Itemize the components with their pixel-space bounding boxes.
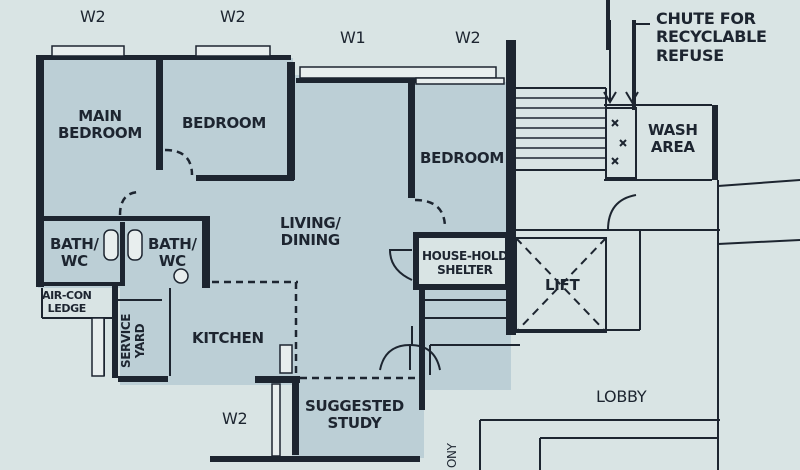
door-swings [379,194,637,371]
apartment-floor [38,58,511,458]
walls [36,0,718,462]
window-label-w2-bedroom: W2 [220,7,246,26]
window-frames [51,45,505,457]
staircase [516,97,606,159]
window-label-w1: W1 [340,28,366,47]
chute-annotation: CHUTE FOR RECYCLABLE REFUSE [656,9,767,65]
room-label-balcony-partial: ONY [445,443,459,468]
room-label-bath-wc-2: BATH/ WC [148,235,197,271]
dashed-lines [118,148,447,380]
room-label-bedroom-2: BEDROOM [420,149,505,167]
room-label-lift: LIFT [545,276,580,294]
window-label-w2-study: W2 [222,409,248,428]
room-label-bedroom-1: BEDROOM [182,114,267,132]
refuse-chute [603,20,650,179]
lift-frame [515,237,607,333]
room-label-household-shelter: HOUSE-HOLD SHELTER [422,249,508,277]
bath-fixtures [103,229,293,374]
room-label-aircon-ledge: AIR-CON LEDGE [42,289,92,315]
window-label-w2-bedroom2: W2 [455,28,481,47]
room-label-bath-wc-1: BATH/ WC [50,235,99,271]
room-label-living-dining: LIVING/ DINING [280,214,341,250]
room-label-service-yard: SERVICE YARD [119,313,147,368]
room-label-lobby: LOBBY [596,387,647,406]
household-shelter-frame [413,232,511,290]
room-label-kitchen: KITCHEN [192,329,264,347]
window-label-w2-main: W2 [80,7,106,26]
room-label-wash-area: WASH AREA [648,121,698,157]
room-label-suggested-study: SUGGESTED STUDY [305,397,404,433]
room-label-main-bedroom: MAIN BEDROOM [58,107,143,143]
